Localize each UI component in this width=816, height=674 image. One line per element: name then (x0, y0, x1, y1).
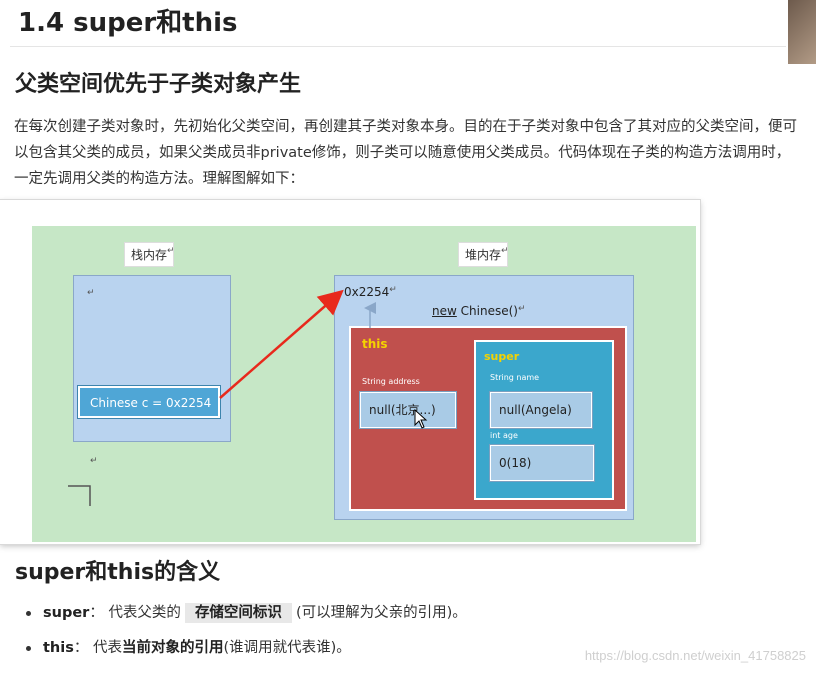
list-item: this： 代表当前对象的引用(谁调用就代表谁)。 (26, 636, 351, 657)
address-value-cell: null(北京...) (360, 392, 456, 428)
memory-diagram: 栈内存↵ 堆内存↵ Chinese c = 0x2254 ↵ ↵ 0x2254↵… (0, 200, 700, 544)
meaning-section-title: super和this的含义 (15, 560, 221, 585)
explanation-paragraph: 在每次创建子类对象时，先初始化父类空间，再创建其子类对象本身。目的在于子类对象中… (14, 119, 797, 187)
field-address-label: String address (362, 377, 420, 386)
this-label: this (362, 337, 388, 351)
super-label: super (484, 350, 520, 363)
section-title: 1.4 super和this (18, 8, 238, 38)
stack-variable-cell: Chinese c = 0x2254 (78, 386, 220, 418)
name-value-cell: null(Angela) (490, 392, 592, 428)
field-name-label: String name (490, 373, 540, 382)
new-expression: new Chinese()↵ (432, 304, 526, 318)
bullet-dot (26, 645, 31, 651)
mouse-pointer-icon (414, 409, 428, 429)
return-mark: ↵ (90, 456, 98, 466)
watermark-url: https://blog.csdn.net/weixin_41758825 (584, 648, 806, 663)
cursor-frame-icon (68, 485, 91, 506)
title-divider (10, 46, 786, 47)
bullet-dot (26, 610, 31, 616)
list-item: super： 代表父类的存储空间标识(可以理解为父亲的引用)。 (26, 601, 467, 623)
field-age-label: int age (490, 431, 518, 440)
reference-arrow (219, 289, 344, 399)
return-mark: ↵ (87, 288, 95, 298)
heap-address: 0x2254↵ (344, 285, 397, 299)
age-value-cell: 0(18) (490, 445, 594, 481)
diagram-arrows (219, 289, 376, 399)
subsection-title: 父类空间优先于子类对象产生 (15, 72, 302, 97)
heap-memory-label: 堆内存↵ (458, 242, 509, 267)
stack-memory-label: 栈内存↵ (124, 242, 175, 267)
webcam-thumbnail (788, 0, 816, 64)
